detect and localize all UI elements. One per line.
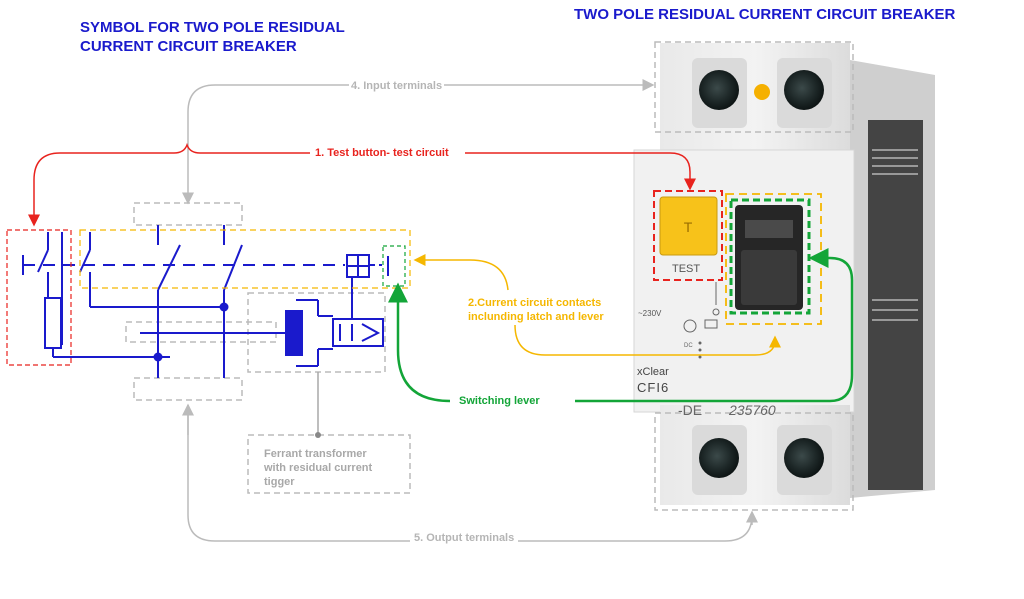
symbol-test-box	[6, 229, 72, 366]
device-model: CFI6	[637, 380, 670, 395]
ferrant-label: Ferrant transformer with residual curren…	[264, 447, 372, 489]
device-brand: xClear	[637, 366, 669, 378]
device-title: TWO POLE RESIDUAL CURRENT CIRCUIT BREAKE…	[574, 6, 956, 23]
ferrant-label-line3: tigger	[264, 476, 295, 488]
ferrant-label-line1: Ferrant transformer	[264, 448, 367, 460]
junction-dot	[153, 352, 163, 362]
contacts-label-line1: 2.Current circuit contacts	[468, 297, 602, 309]
symbol-input-box	[133, 202, 243, 226]
symbol-title: SYMBOL FOR TWO POLE RESIDUAL CURRENT CIR…	[80, 18, 345, 56]
device-output-terminals-box	[654, 412, 854, 511]
contacts-label: 2.Current circuit contacts inclunding la…	[468, 296, 604, 324]
test-button-label: 1. Test button- test circuit	[313, 146, 451, 160]
input-terminals-label: 4. Input terminals	[349, 79, 445, 93]
lever-arrow-right	[575, 248, 854, 403]
device-voltage: ~230V	[638, 309, 662, 318]
device-code-right: 235760	[729, 402, 776, 418]
contacts-arrow-right	[514, 324, 781, 356]
symbol-output-box	[133, 377, 243, 401]
output-arrow-line	[187, 405, 753, 542]
device-test-label: TEST	[672, 263, 701, 275]
device-mini-text: DC	[684, 343, 693, 349]
device-test-box	[653, 190, 723, 281]
symbol-lever-box	[382, 245, 406, 287]
switching-lever-label: Switching lever	[457, 394, 542, 408]
device-input-terminals-box	[654, 41, 854, 133]
transformer-core	[285, 310, 303, 356]
symbol-contacts-box	[79, 229, 411, 289]
device-code-left: -DE	[678, 402, 703, 418]
rccb-symbol	[22, 225, 389, 378]
lever-arrow-left	[388, 282, 451, 403]
output-terminals-label: 5. Output terminals	[410, 531, 519, 545]
ferrant-label-box	[247, 434, 411, 494]
input-arrow-down	[182, 84, 345, 205]
ferrant-connector-dot	[315, 432, 321, 438]
symbol-title-line1: SYMBOL FOR TWO POLE RESIDUAL	[80, 19, 345, 36]
test-arrow-left	[28, 142, 310, 227]
contacts-arrow-left	[413, 254, 509, 291]
symbol-title-line2: CURRENT CIRCUIT BREAKER	[80, 38, 297, 55]
contacts-label-line2: inclunding latch and lever	[468, 311, 604, 323]
ferrant-label-line2: with residual current	[264, 462, 373, 474]
svg-text:T: T	[684, 219, 693, 235]
test-arrow-right	[465, 152, 696, 191]
junction-dot	[219, 302, 229, 312]
